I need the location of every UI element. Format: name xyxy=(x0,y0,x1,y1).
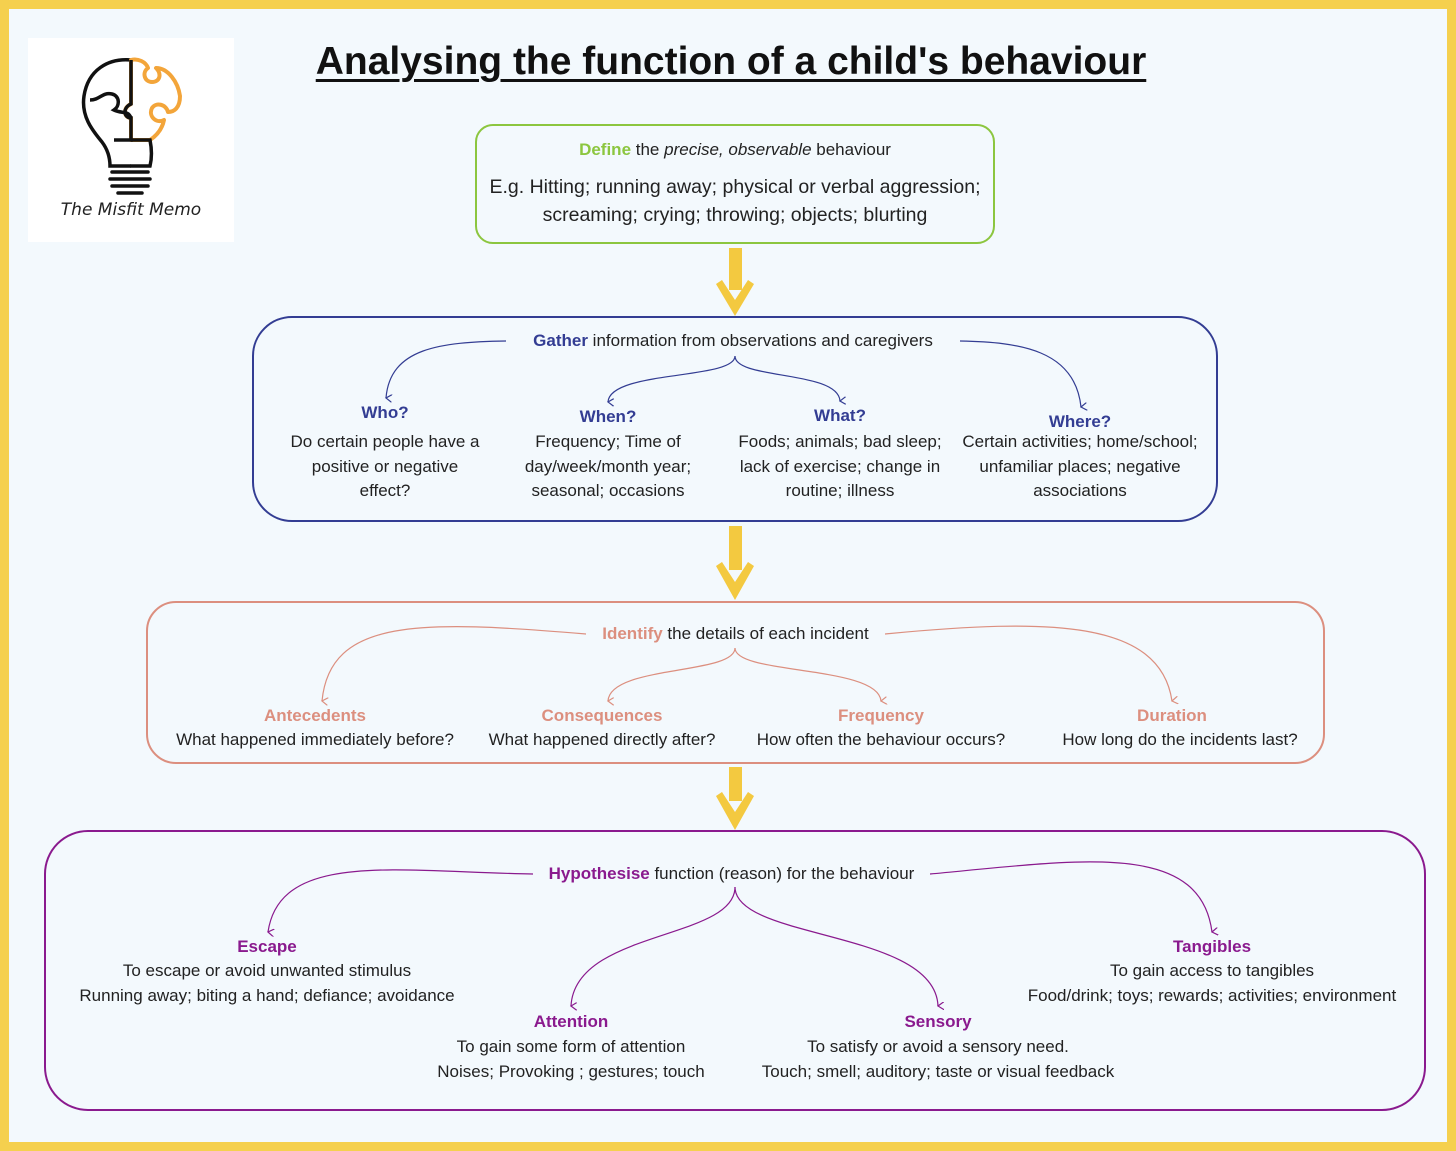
hypothesise-attention-line-2: Noises; Provoking ; gestures; touch xyxy=(437,1062,705,1081)
hypothesise-tangibles-title: Tangibles xyxy=(1172,937,1252,956)
hypothesise-escape-line-1: To escape or avoid unwanted stimulus xyxy=(122,961,412,980)
gather-what-desc: Foods; animals; bad sleep; lack of exerc… xyxy=(738,432,942,500)
identify-consequences-desc: What happened directly after? xyxy=(488,730,716,749)
hypothesise-escape-title: Escape xyxy=(237,937,297,956)
gather-who-title: Who? xyxy=(361,403,409,422)
identify-antecedents-desc: What happened immediately before? xyxy=(176,730,454,749)
identify-frequency-title: Frequency xyxy=(838,706,924,725)
hypothesise-tangibles-line-1: To gain access to tangibles xyxy=(1109,961,1315,980)
gather-where-desc: Certain activities; home/school; unfamil… xyxy=(962,432,1198,500)
hypothesise-attention-title: Attention xyxy=(533,1012,609,1031)
hypothesise-sensory-line-2: Touch; smell; auditory; taste or visual … xyxy=(761,1062,1115,1081)
hypothesise-attention-line-1: To gain some form of attention xyxy=(456,1037,686,1056)
identify-frequency-desc: How often the behaviour occurs? xyxy=(756,730,1006,749)
logo: The Misfit Memo xyxy=(28,38,234,242)
hypothesise-sensory-line-1: To satisfy or avoid a sensory need. xyxy=(807,1037,1069,1056)
define-box xyxy=(475,124,995,244)
define-heading: Define the precise, observable behaviour xyxy=(579,140,891,159)
define-example-line-2: screaming; crying; throwing; objects; bl… xyxy=(542,204,928,226)
gather-when-desc: Frequency; Time of day/week/month year; … xyxy=(524,432,692,500)
define-example-line-1: E.g. Hitting; running away; physical or … xyxy=(489,176,981,198)
page-title: Analysing the function of a child's beha… xyxy=(315,40,1147,83)
identify-consequences-title: Consequences xyxy=(541,706,663,725)
gather-when-title: When? xyxy=(579,407,637,426)
hypothesise-heading: Hypothesise function (reason) for the be… xyxy=(533,862,930,887)
identify-duration-title: Duration xyxy=(1137,706,1207,725)
lightbulb-puzzle-icon xyxy=(81,57,182,195)
identify-heading: Identify the details of each incident xyxy=(586,622,885,647)
logo-text: The Misfit Memo xyxy=(60,200,202,220)
gather-who-desc: Do certain people have a positive or neg… xyxy=(290,432,480,500)
identify-duration-desc: How long do the incidents last? xyxy=(1062,730,1298,749)
hypothesise-tangibles-line-2: Food/drink; toys; rewards; activities; e… xyxy=(1027,986,1397,1005)
hypothesise-sensory-title: Sensory xyxy=(904,1012,972,1031)
gather-what-title: What? xyxy=(814,406,866,425)
hypothesise-escape-line-2: Running away; biting a hand; defiance; a… xyxy=(79,986,455,1005)
gather-heading: Gather information from observations and… xyxy=(506,329,960,354)
identify-antecedents-title: Antecedents xyxy=(263,706,367,725)
gather-where-title: Where? xyxy=(1048,412,1112,431)
